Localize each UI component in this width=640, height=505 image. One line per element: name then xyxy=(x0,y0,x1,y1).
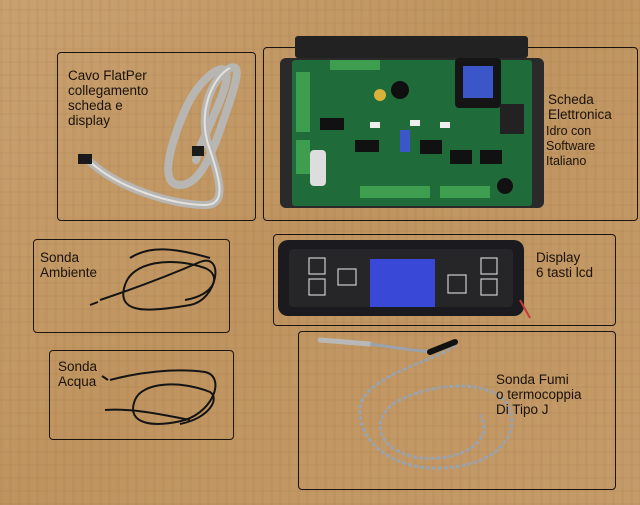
label-scheda-desc: Idro con Software Italiano xyxy=(546,124,596,168)
frame-cavo xyxy=(57,52,256,221)
water-probe-icon xyxy=(101,369,217,425)
frame-display xyxy=(273,234,616,326)
label-display: Display 6 tasti lcd xyxy=(536,250,594,280)
label-sonda-ambiente: Sonda Ambiente xyxy=(40,250,98,280)
circuit-board-icon xyxy=(280,36,544,208)
thermocouple-probe-icon xyxy=(317,337,514,470)
ambient-probe-icon xyxy=(89,248,217,311)
label-sonda-acqua: Sonda Acqua xyxy=(58,359,98,389)
frame-sonda-fumi xyxy=(298,331,616,490)
lcd-display-icon xyxy=(278,240,531,319)
flat-cable-icon xyxy=(78,63,241,210)
frame-sonda-acqua xyxy=(49,350,234,440)
label-sonda-fumi: Sonda Fumi o termocoppia Di Tipo J xyxy=(496,372,582,417)
label-scheda-title: Scheda Elettronica xyxy=(548,92,612,122)
frame-sonda-ambiente xyxy=(33,239,230,333)
label-cavo: Cavo FlatPer collegamento scheda e displ… xyxy=(68,68,149,128)
